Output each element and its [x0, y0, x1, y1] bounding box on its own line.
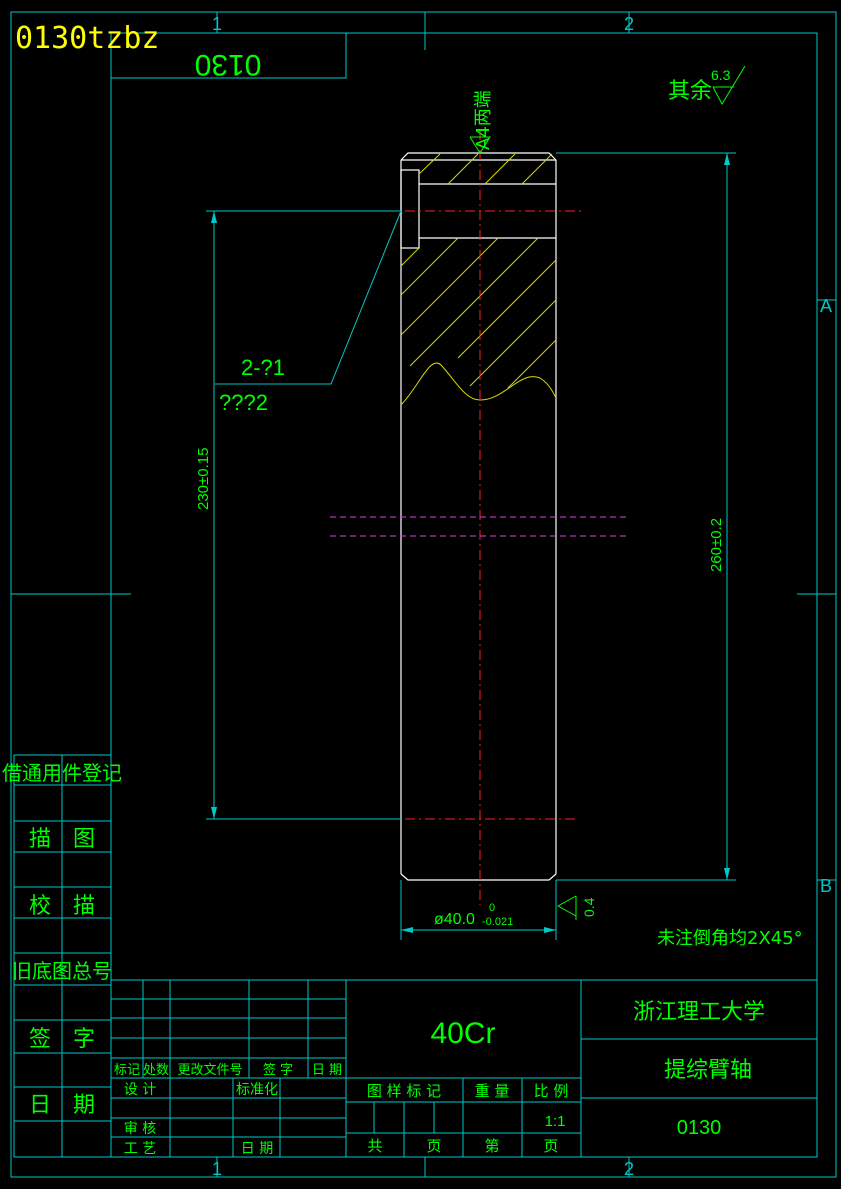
label-sheet: 页: [426, 1137, 441, 1155]
bottom-roughness-symbol: [556, 895, 577, 920]
label-no: 第: [484, 1137, 499, 1155]
side-panel-grid: [13, 754, 112, 1158]
hole-note-2: ???2: [219, 390, 268, 415]
label-date: 日 期: [241, 1141, 273, 1157]
zone-label-bottom-2: 2: [624, 1159, 634, 1179]
rev-header-mark: 标记: [114, 1063, 140, 1078]
scale-value: 1:1: [545, 1113, 566, 1130]
end-label: A4两端: [473, 90, 494, 150]
section-hatching: [400, 153, 557, 406]
school-name: 浙江理工大学: [633, 1000, 765, 1025]
zone-label-bottom-1: 1: [212, 1159, 222, 1179]
dimension-lines: [206, 152, 736, 940]
part-name: 提综臂轴: [664, 1058, 752, 1083]
drawing-number: 0130: [677, 1117, 722, 1139]
rev-header-sign: 签 字: [263, 1062, 293, 1078]
rev-header-date: 日 期: [312, 1063, 342, 1078]
diameter-tol-lower: -0.021: [482, 916, 513, 928]
mirrored-code: 0130: [195, 48, 262, 81]
label-stage-mark: 图 样 标 记: [367, 1082, 441, 1100]
dimension-arrows: [211, 153, 730, 933]
label-standardize: 标准化: [236, 1082, 278, 1098]
zone-label-b: B: [820, 876, 832, 896]
side-label-trace: 描 图: [29, 827, 95, 852]
zone-label-a: A: [820, 296, 832, 316]
dimension-230: 230±0.15: [195, 448, 212, 510]
material: 40Cr: [430, 1017, 495, 1050]
label-sheet-2: 页: [543, 1137, 558, 1155]
side-label-date: 日 期: [29, 1093, 95, 1118]
label-total: 共: [367, 1137, 382, 1155]
end-arrow: [469, 136, 491, 154]
label-design: 设 计: [124, 1082, 156, 1098]
zone-label-top-2: 2: [624, 14, 634, 34]
rev-header-count: 处数: [143, 1063, 169, 1078]
label-review: 审 核: [124, 1121, 156, 1137]
side-label-check: 校 描: [29, 894, 95, 919]
label-process: 工 艺: [124, 1141, 156, 1157]
roughness-symbol: [712, 65, 746, 106]
sheet-frame: [10, 11, 837, 1178]
chamfer-note: 未注倒角均2X45°: [657, 928, 803, 949]
bottom-roughness-value: 0.4: [581, 897, 597, 917]
zone-label-top-1: 1: [212, 14, 222, 34]
hole-note: 2-?1: [241, 355, 285, 380]
phantom-lines: [330, 516, 630, 537]
drawing-tag: 0130tzbz: [15, 21, 160, 56]
dimension-260: 260±0.2: [708, 518, 725, 572]
side-label-borrow: 借通用件登记: [2, 761, 122, 785]
side-label-sign: 签 字: [29, 1027, 95, 1052]
rev-header-doc: 更改文件号: [177, 1063, 242, 1078]
surface-roughness-value: 6.3: [711, 67, 731, 83]
diameter-tol-upper: 0: [489, 902, 495, 914]
surface-note: 其余: [668, 79, 712, 104]
label-scale: 比 例: [534, 1082, 569, 1100]
diameter-dimension: ø40.0: [434, 911, 475, 928]
title-block-grid: [111, 979, 817, 1157]
label-weight: 重 量: [475, 1082, 510, 1100]
side-label-old-no: 旧底图总号: [12, 959, 112, 983]
